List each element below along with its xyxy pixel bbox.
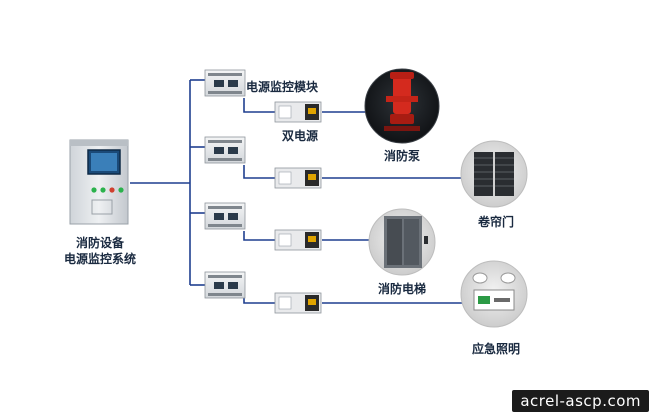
din-rail-module-icon — [204, 202, 246, 230]
lighting-label: 应急照明 — [471, 342, 521, 356]
system-title-line1: 消防设备 — [75, 236, 125, 250]
fire-pump-icon — [364, 68, 440, 144]
system-title: 消防设备 电源监控系统 — [64, 235, 136, 267]
elevator-label: 消防电梯 — [377, 282, 427, 296]
module-switch-link-2 — [243, 165, 275, 179]
module-switch-link-1 — [243, 98, 275, 113]
shutter-label: 卷帘门 — [477, 215, 515, 229]
rolling-shutter-icon — [460, 140, 528, 208]
dual-power-switch-icon — [274, 229, 322, 251]
dual-power-label: 双电源 — [282, 129, 319, 143]
system-title-line2: 电源监控系统 — [63, 252, 137, 266]
fire-elevator-icon — [368, 208, 436, 276]
dual-power-switch-icon — [274, 167, 322, 189]
module-row-1 — [204, 69, 322, 123]
dual-power-switch-icon — [274, 292, 322, 314]
din-rail-module-icon — [204, 69, 246, 97]
emergency-light-icon — [460, 260, 528, 328]
watermark: acrel-ascp.com — [512, 390, 649, 412]
connection-lines — [130, 79, 465, 304]
module-row-4 — [204, 271, 322, 314]
module-label: 电源监控模块 — [246, 80, 319, 94]
pump-label: 消防泵 — [383, 149, 421, 163]
module-switch-link-4 — [243, 298, 275, 304]
control-cabinet-icon — [69, 139, 129, 225]
din-rail-module-icon — [204, 136, 246, 164]
din-rail-module-icon — [204, 271, 246, 299]
module-row-2 — [204, 136, 322, 189]
module-switch-link-3 — [243, 231, 275, 241]
module-row-3 — [204, 202, 322, 251]
dual-power-switch-icon — [274, 101, 322, 123]
